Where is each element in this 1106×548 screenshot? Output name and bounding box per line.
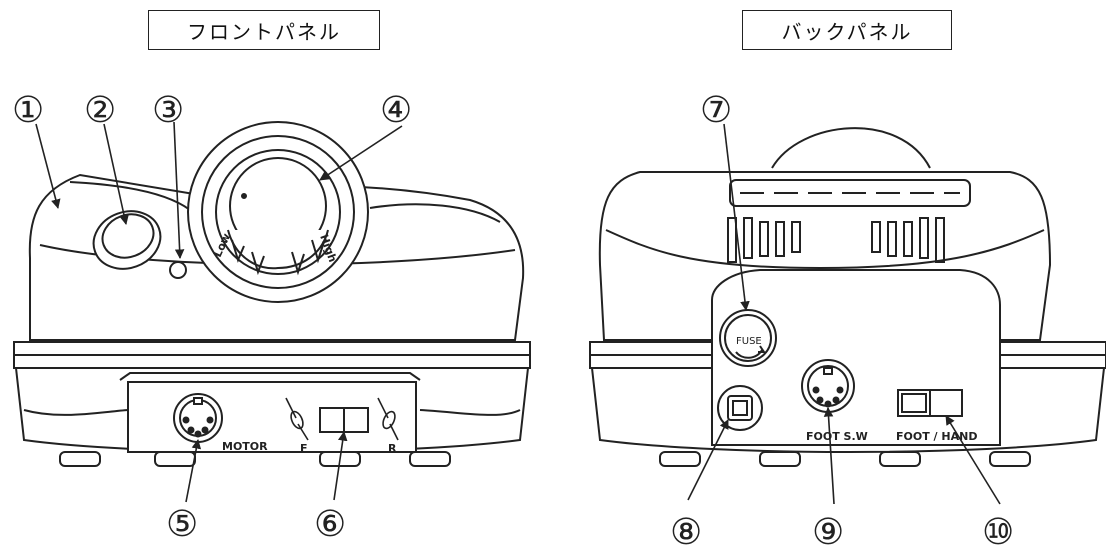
back-callout-leaders [687, 123, 1001, 505]
motor-connector[interactable] [173, 393, 223, 443]
reverse-icon [377, 397, 399, 441]
forward-icon [285, 397, 309, 441]
speed-dial[interactable] [187, 121, 369, 303]
foot-hand-label: FOOT / HAND [896, 430, 977, 443]
callout-6: ⑥ [314, 504, 346, 545]
back-unit [589, 127, 1106, 467]
fuse-holder[interactable] [719, 309, 777, 367]
reverse-label: R [388, 442, 397, 455]
power-switch[interactable] [85, 202, 168, 278]
direction-switch[interactable] [319, 407, 369, 433]
callout-3: ③ [152, 90, 184, 131]
forward-label: F [300, 442, 308, 455]
fuse-label: FUSE [736, 336, 762, 347]
back-panel-title: バックパネル [742, 10, 952, 50]
callout-4: ④ [380, 90, 412, 131]
callout-5: ⑤ [166, 504, 198, 545]
front-panel-title: フロントパネル [148, 10, 380, 50]
callout-10: ⑩ [982, 512, 1014, 548]
foot-sw-label: FOOT S.W [806, 430, 868, 443]
callout-8: ⑧ [670, 512, 702, 548]
callout-1: ① [12, 90, 44, 131]
front-callout-leaders [35, 121, 403, 503]
foot-switch-connector[interactable] [801, 359, 855, 413]
power-inlet[interactable] [717, 385, 763, 431]
callout-2: ② [84, 90, 116, 131]
callout-7: ⑦ [700, 90, 732, 131]
foot-hand-switch[interactable] [897, 389, 963, 417]
power-indicator-led [169, 261, 187, 279]
motor-label: MOTOR [222, 440, 268, 453]
callout-9: ⑨ [812, 512, 844, 548]
